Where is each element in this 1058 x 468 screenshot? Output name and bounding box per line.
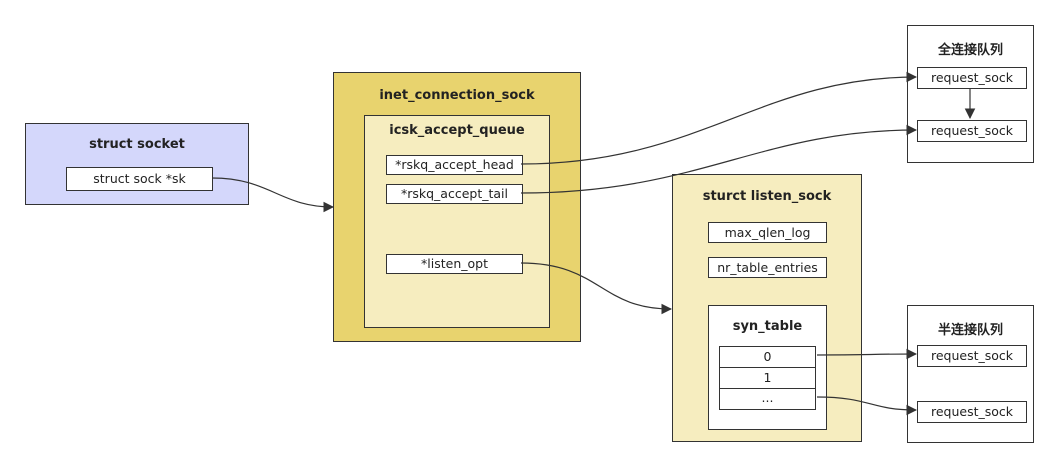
syn-table-title: syn_table [732, 319, 803, 334]
half-queue-request-sock: request_sock [917, 401, 1027, 423]
syn-table-row: ... [719, 388, 816, 410]
full-queue-request-sock: request_sock [917, 67, 1027, 89]
max-qlen-log-field: max_qlen_log [708, 222, 827, 243]
inet-connection-sock-box: inet_connection_sock icsk_accept_queue *… [333, 72, 581, 342]
syn-table-box: syn_table 0 1 ... [708, 305, 827, 430]
half-queue-title: 半连接队列 [937, 323, 1003, 338]
struct-socket-box: struct socket struct sock *sk [25, 123, 249, 205]
sock-sk-field: struct sock *sk [66, 167, 213, 191]
struct-socket-title: struct socket [89, 137, 185, 152]
syn-table-row: 0 [719, 346, 816, 368]
half-queue-box: 半连接队列 request_sock request_sock [907, 305, 1034, 443]
listen-sock-title: sturct listen_sock [702, 189, 832, 204]
full-queue-box: 全连接队列 request_sock request_sock [907, 25, 1034, 163]
half-queue-request-sock: request_sock [917, 345, 1027, 367]
rskq-accept-head-field: *rskq_accept_head [386, 155, 523, 175]
nr-table-entries-field: nr_table_entries [708, 257, 827, 278]
icsk-accept-queue-title: icsk_accept_queue [389, 123, 525, 138]
rskq-accept-tail-field: *rskq_accept_tail [386, 184, 523, 204]
listen-sock-box: sturct listen_sock max_qlen_log nr_table… [672, 174, 862, 442]
inet-connection-sock-title: inet_connection_sock [379, 88, 535, 103]
full-queue-title: 全连接队列 [937, 43, 1003, 58]
listen-opt-field: *listen_opt [386, 254, 523, 274]
icsk-accept-queue-box: icsk_accept_queue *rskq_accept_head *rsk… [364, 115, 550, 328]
full-queue-request-sock: request_sock [917, 120, 1027, 142]
syn-table-row: 1 [719, 367, 816, 389]
